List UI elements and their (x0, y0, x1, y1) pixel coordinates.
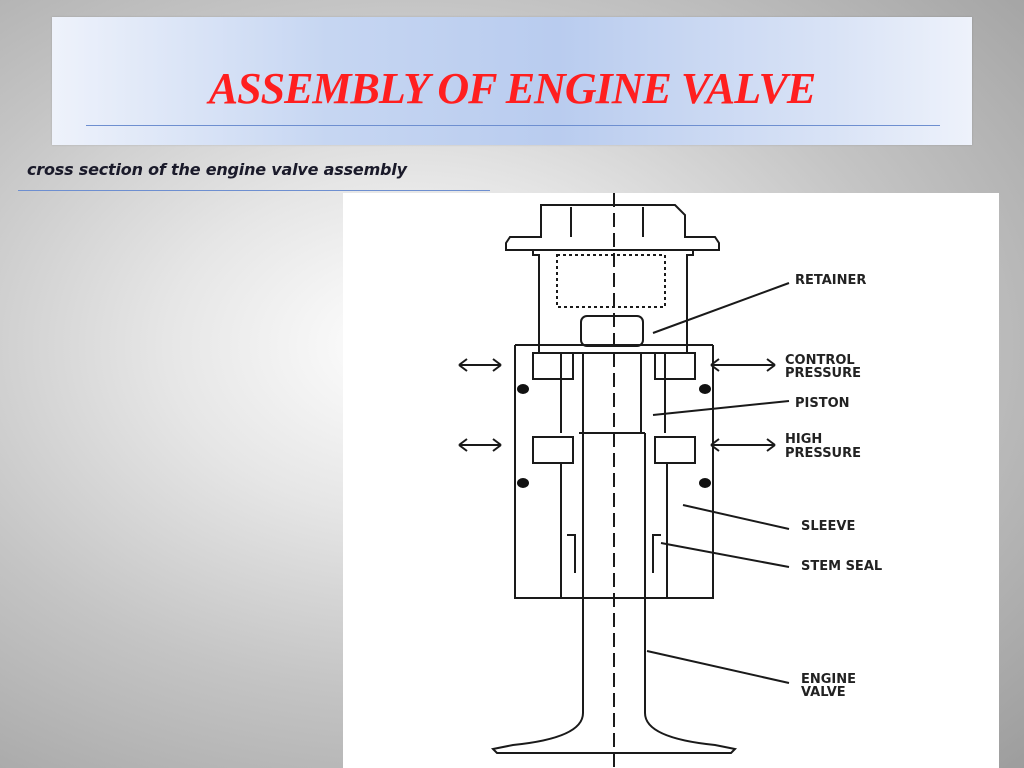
label-engine-valve-1: ENGINE (801, 672, 856, 687)
piston (582, 352, 642, 434)
title-underline (86, 125, 940, 126)
label-sleeve: SLEEVE (801, 519, 855, 534)
valve-diagram-panel: RETAINER CONTROL PRESSURE PISTON HIGH PR… (343, 193, 999, 768)
valve-cross-section-diagram: RETAINER CONTROL PRESSURE PISTON HIGH PR… (458, 193, 882, 768)
label-stem-seal: STEM SEAL (801, 559, 882, 574)
label-control-pressure-1: CONTROL (785, 353, 855, 368)
slide-subtitle: cross section of the engine valve assemb… (27, 160, 407, 179)
subtitle-underline (18, 190, 490, 191)
label-high-pressure-2: PRESSURE (785, 446, 861, 461)
label-piston: PISTON (795, 396, 850, 411)
slide-title: ASSEMBLY OF ENGINE VALVE (208, 64, 816, 113)
label-control-pressure-2: PRESSURE (785, 366, 861, 381)
title-box: ASSEMBLY OF ENGINE VALVE (52, 17, 972, 145)
label-retainer: RETAINER (795, 273, 866, 288)
label-engine-valve-2: VALVE (801, 685, 846, 700)
label-high-pressure-1: HIGH (785, 432, 822, 447)
nut (505, 204, 720, 251)
